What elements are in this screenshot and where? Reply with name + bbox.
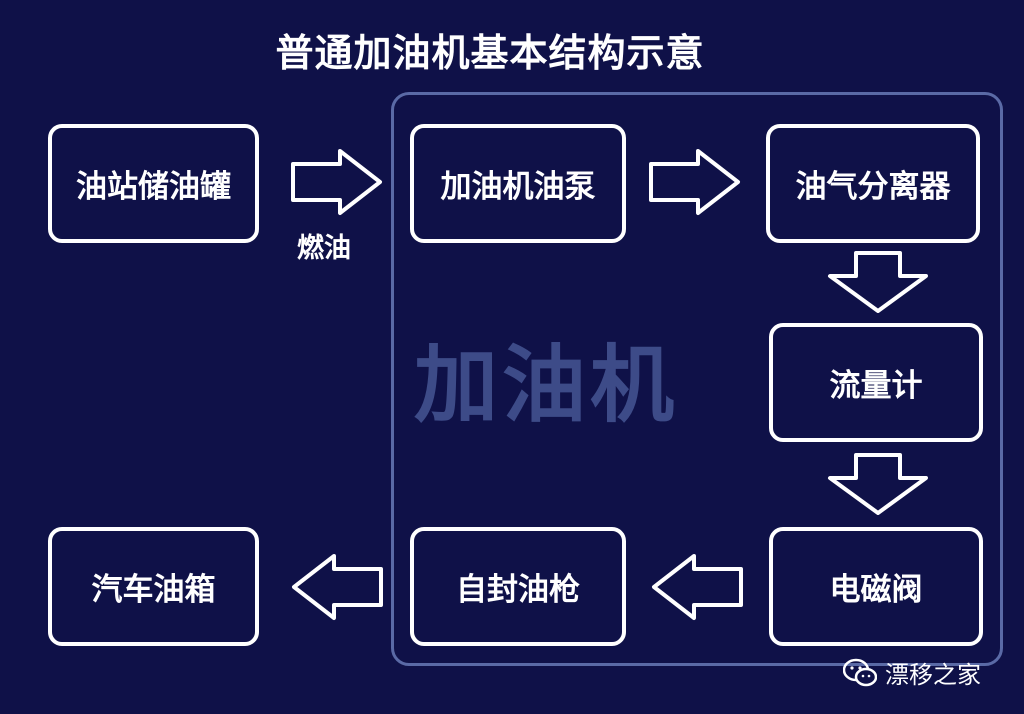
node-vapor-separator: 油气分离器 [766, 124, 980, 243]
edge-label-fuel: 燃油 [297, 233, 351, 264]
arrow-nozzle-to-car-tank [292, 554, 383, 620]
node-car-fuel-tank: 汽车油箱 [48, 527, 259, 646]
arrow-separator-to-meter [828, 251, 928, 313]
arrow-meter-to-valve [828, 453, 928, 515]
wechat-watermark: 漂移之家 [843, 655, 981, 690]
node-storage-tank: 油站储油罐 [48, 124, 259, 243]
fuel-dispenser-group-label: 加油机 [414, 336, 679, 434]
arrow-tank-to-pump [291, 149, 382, 215]
diagram-title: 普通加油机基本结构示意 [275, 31, 705, 75]
node-solenoid-valve: 电磁阀 [769, 527, 983, 646]
arrow-pump-to-separator [649, 149, 740, 215]
node-dispenser-pump: 加油机油泵 [410, 124, 626, 243]
watermark-text: 漂移之家 [885, 661, 981, 689]
node-auto-shutoff-nozzle: 自封油枪 [410, 527, 626, 646]
fuel-dispenser-group-frame [391, 92, 1003, 666]
arrow-valve-to-nozzle [652, 554, 743, 620]
wechat-icon [843, 658, 877, 686]
node-flow-meter: 流量计 [769, 323, 983, 442]
